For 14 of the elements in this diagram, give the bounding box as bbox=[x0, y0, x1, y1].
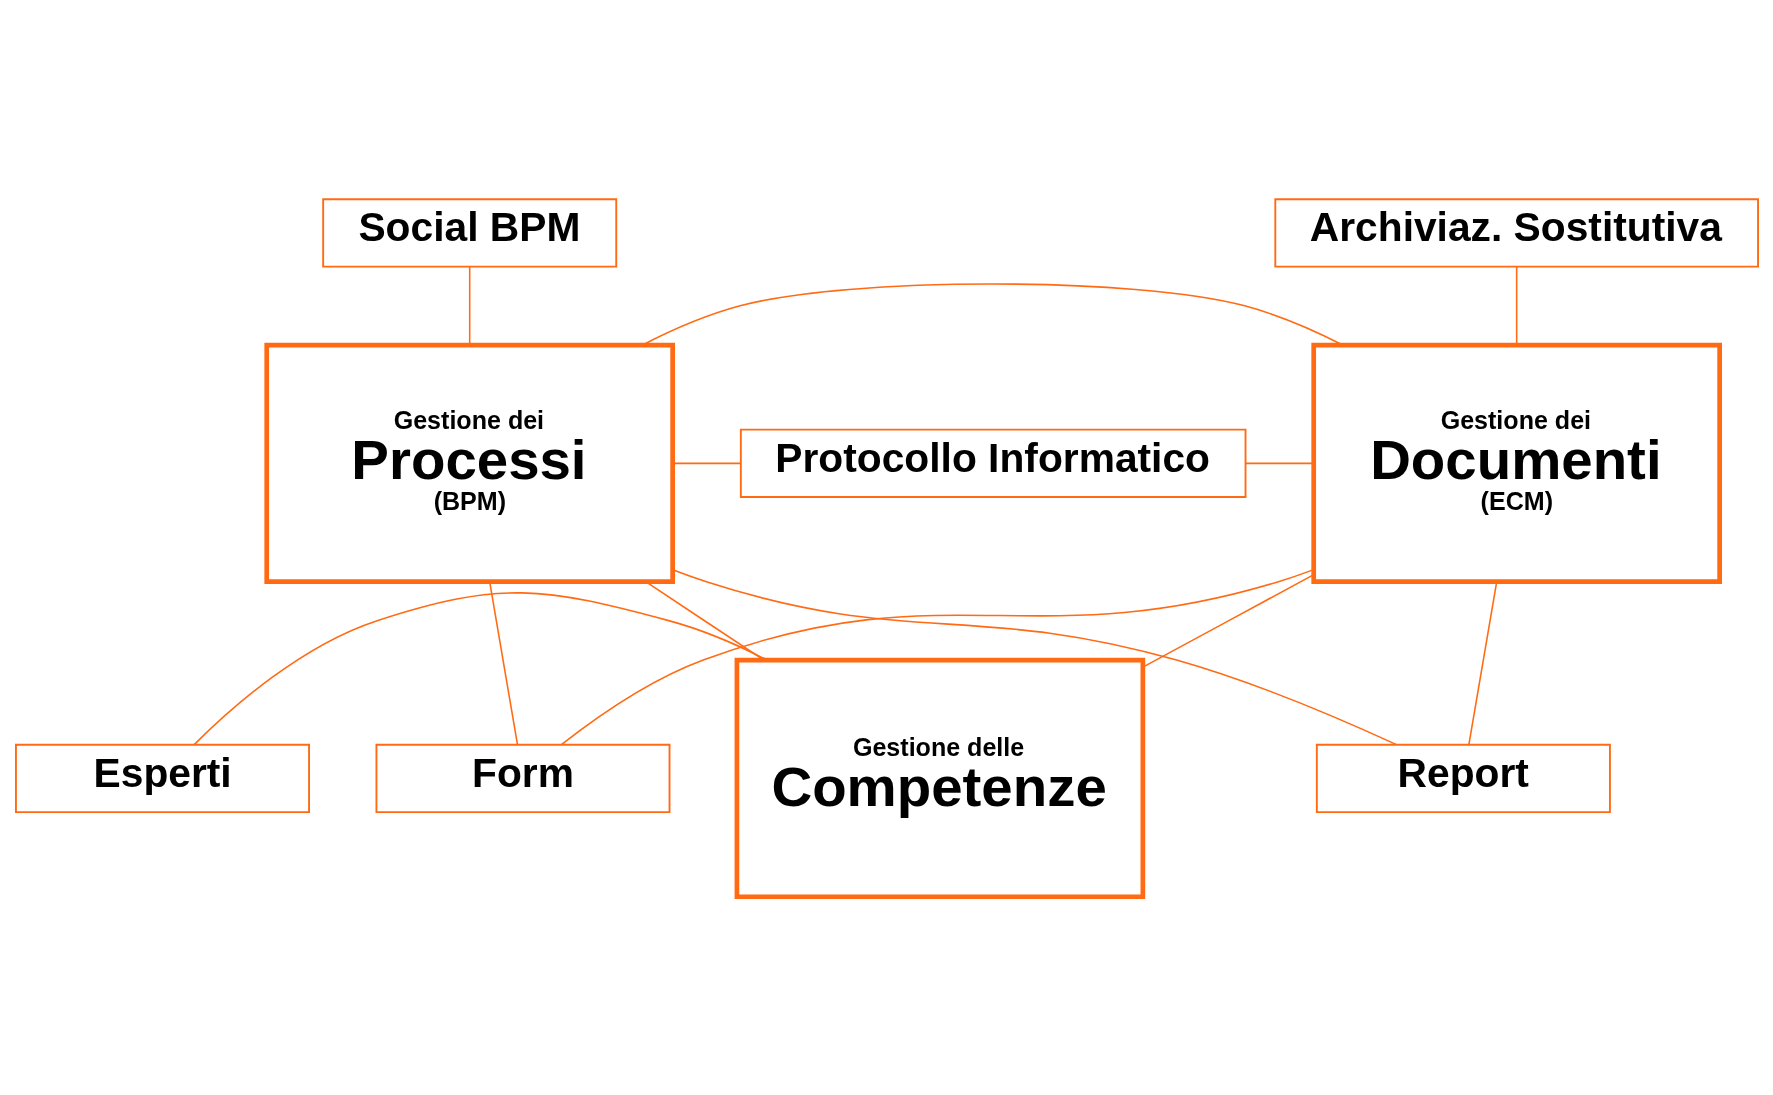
connector bbox=[192, 591, 768, 745]
node-box: Gestione dei Documenti (ECM) bbox=[1310, 342, 1722, 584]
connector bbox=[468, 265, 470, 345]
node-box: Gestione delle Competenze bbox=[734, 657, 1145, 899]
connector bbox=[1244, 462, 1314, 464]
node-box: Esperti bbox=[14, 743, 310, 813]
connector bbox=[1515, 265, 1517, 345]
node-box: Protocollo Informatico bbox=[739, 428, 1246, 498]
node-box: Report bbox=[1315, 743, 1611, 813]
node-box: Form bbox=[375, 743, 670, 813]
node-box: Gestione dei Processi (BPM) bbox=[263, 342, 675, 584]
connector bbox=[560, 568, 1314, 745]
node-box: Archiviaz. Sostitutiva bbox=[1273, 197, 1759, 268]
node-box: Social BPM bbox=[321, 197, 617, 268]
